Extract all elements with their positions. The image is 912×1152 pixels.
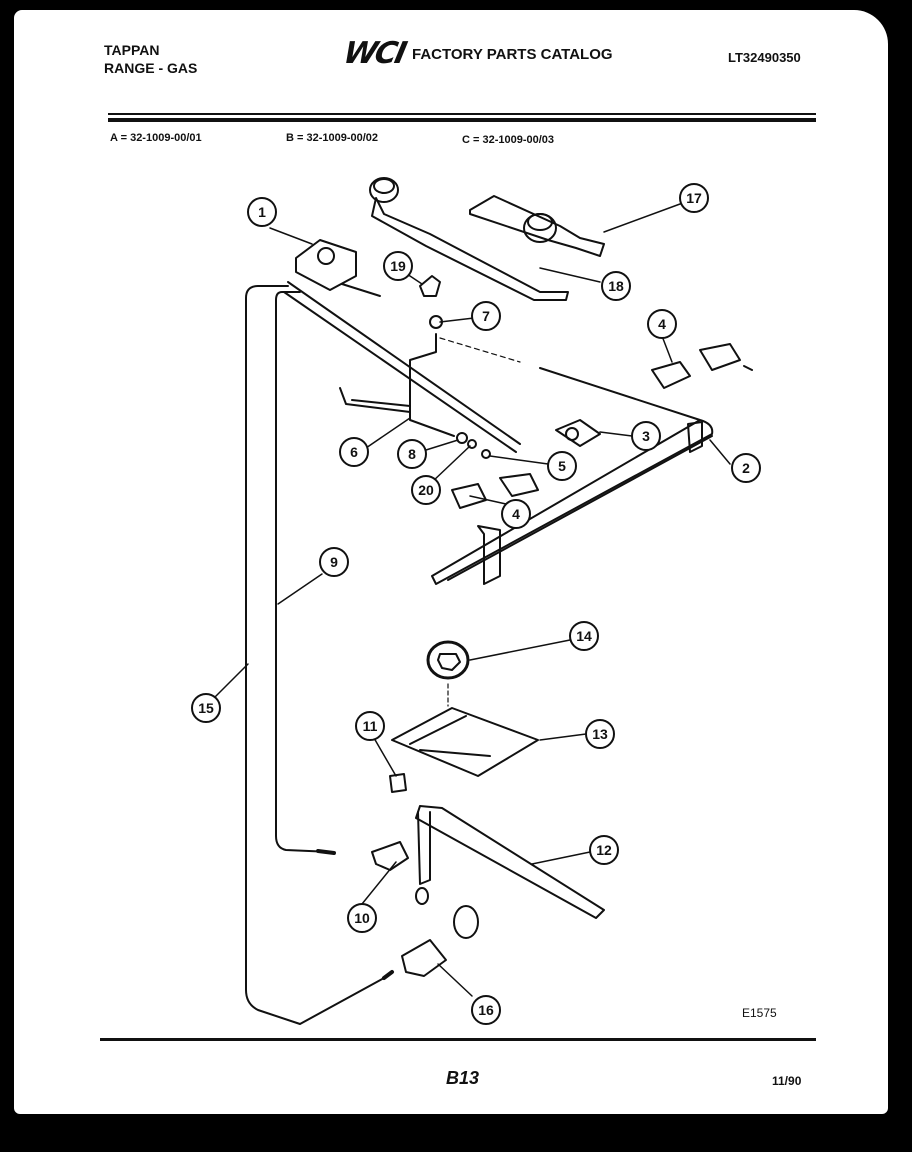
callout-7: 7: [482, 308, 490, 324]
valve-4-lower: [451, 483, 487, 509]
fitting-5: [481, 449, 491, 459]
gas-line-9: [275, 291, 333, 853]
catalog-title: FACTORY PARTS CATALOG: [412, 46, 613, 63]
catalog-number: LT32490350: [728, 50, 801, 65]
cap-14: [426, 640, 470, 680]
callout-20: 20: [418, 482, 434, 498]
page-number: B13: [446, 1068, 480, 1088]
header-rule-bottom: [108, 118, 816, 122]
header-rule-top: [108, 113, 816, 115]
footer-rule: [100, 1038, 816, 1041]
top-burner-17: [469, 195, 605, 257]
callout-14: 14: [576, 628, 592, 644]
manifold-pipe: [431, 367, 714, 585]
callout-6: 6: [350, 444, 358, 460]
callout-9: 9: [330, 554, 338, 570]
igniter-10: [371, 841, 409, 871]
callout-2: 2: [742, 460, 750, 476]
callout-16: 16: [478, 1002, 494, 1018]
parts-sheet: [14, 10, 888, 1114]
callout-18: 18: [608, 278, 624, 294]
brand-line-2: RANGE - GAS: [104, 60, 198, 76]
model-c: C = 32-1009-00/03: [462, 134, 555, 146]
callout-15: 15: [198, 700, 214, 716]
oven-burner-12: [415, 805, 605, 919]
callout-19: 19: [390, 258, 406, 274]
callout-10: 10: [354, 910, 370, 926]
callout-4-lower: 4: [512, 506, 520, 522]
regulator-1: [295, 239, 357, 291]
callout-3: 3: [642, 428, 650, 444]
callout-circles: [191, 183, 761, 1025]
callout-8: 8: [408, 446, 416, 462]
callout-labels: 1 2 3 4 4 5 6 7 8 9 10 11 12 13 14 15 16…: [198, 190, 750, 1018]
callout-17: 17: [686, 190, 702, 206]
valve-4-upper: [651, 361, 691, 389]
callout-4-upper: 4: [658, 316, 666, 332]
fitting-20: [467, 439, 477, 449]
deflector-13: [391, 707, 539, 777]
figure-code: E1575: [742, 1006, 777, 1020]
brand-line-1: TAPPAN: [104, 42, 160, 58]
callout-11: 11: [363, 718, 378, 734]
callout-13: 13: [592, 726, 608, 742]
bracket-11: [389, 773, 407, 793]
clip-19: [419, 275, 441, 297]
model-a: A = 32-1009-00/01: [110, 132, 202, 144]
gas-line-15: [245, 285, 385, 1025]
callout-12: 12: [596, 842, 612, 858]
footer-date: 11/90: [772, 1074, 802, 1088]
model-b: B = 32-1009-00/02: [286, 132, 379, 144]
top-burner-18: [371, 197, 569, 301]
fitting-8: [456, 432, 468, 444]
callout-1: 1: [258, 204, 266, 220]
callout-5: 5: [558, 458, 566, 474]
oven-valve-16: [401, 939, 447, 977]
